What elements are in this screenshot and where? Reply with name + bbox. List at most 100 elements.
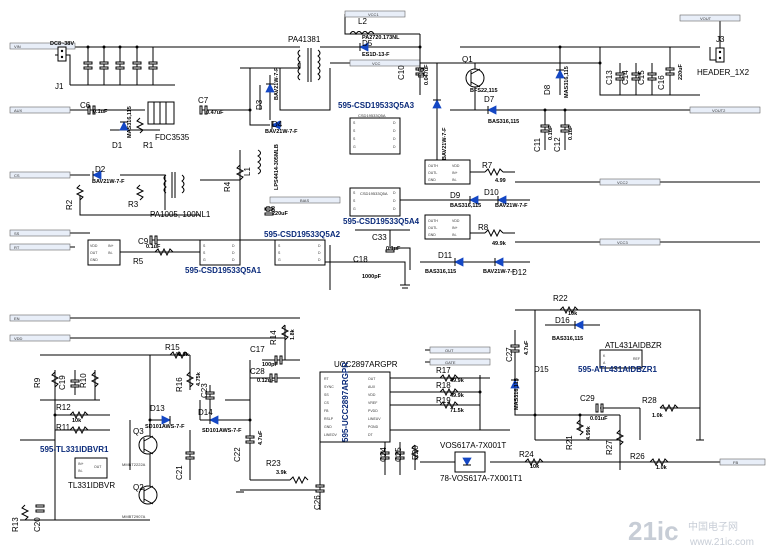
svg-text:S: S (278, 244, 281, 248)
inductor-l1: L1 LPS4414-305MLB (243, 144, 280, 190)
watermark: 21ic 中国电子网 www.21ic.com (628, 516, 754, 548)
resistor-r4: R4 (223, 164, 245, 192)
ref-r18: R18 (436, 381, 451, 390)
svg-text:D: D (232, 251, 235, 255)
val-c28: 0.12uF (257, 378, 275, 384)
diode-d2: D2 BAV21W-7-F (92, 165, 125, 185)
part-vos617: VOS617A-7X001T (440, 441, 506, 450)
svg-text:D: D (393, 191, 396, 195)
transistor-q1: Q1 BFS22,115 (462, 55, 498, 94)
net-bias-text: BIAS (300, 198, 309, 203)
svg-text:A: A (603, 361, 606, 365)
output-capacitors: C13 C14 C15 C16 220uF (605, 47, 684, 95)
ref-c24: C24 (379, 447, 388, 462)
net-label-vin (9, 42, 76, 50)
net-vcc-text: VCC (372, 61, 381, 66)
resistor-r15: R15 49.9k (165, 343, 190, 360)
svg-text:CSD19533Q5A: CSD19533Q5A (358, 113, 386, 118)
net-label-vcc (349, 59, 421, 67)
capacitor-c20: C20 (33, 504, 45, 532)
ref-c27: C27 (505, 347, 514, 362)
val-r22: 10k (568, 311, 578, 317)
svg-text:SYNC: SYNC (324, 385, 334, 389)
ref-c14: C14 (621, 70, 630, 85)
net-ss-text: SS (14, 231, 20, 236)
val-c10: 0.047uF (424, 64, 430, 85)
resistor-r14: R14 1.8k (269, 324, 296, 345)
val-c33: 0.1uF (386, 246, 401, 252)
resistor-r24: R24 10k (519, 450, 544, 470)
net-label-gate (429, 358, 491, 366)
val-d2: BAV21W-7-F (92, 179, 125, 185)
val-d7: BAS316,115 (488, 119, 519, 125)
svg-text:OUTL: OUTL (428, 226, 437, 230)
diode-d9: D9 BAS316,115 (400, 191, 530, 209)
ref-d14: D14 (198, 408, 213, 417)
resistor-r19: R19 71.5k (436, 396, 465, 414)
ref-c9: C9 (138, 237, 149, 246)
ref-q3: Q3 (133, 427, 144, 436)
ref-c16: C16 (657, 75, 666, 90)
ref-r23: R23 (266, 459, 281, 468)
svg-text:GND: GND (428, 233, 436, 237)
capacitor-c12: C12 0.1uF (553, 110, 574, 152)
capacitor-c29: C29 0.01uF (580, 394, 608, 422)
inductor-l2: L2 PA2720.173NL (349, 17, 400, 41)
val-r26: 1.0k (656, 465, 668, 471)
ref-d15: D15 (534, 365, 549, 374)
net-label-fb (719, 458, 766, 466)
svg-text:IN+: IN+ (108, 244, 114, 248)
svg-text:FB: FB (324, 409, 329, 413)
ref-c15: C15 (637, 70, 646, 85)
part-ucc2897-body: 595-UCC2897ARGPR (341, 362, 350, 442)
net-label-cs (9, 171, 71, 179)
net-cs-text: CS (14, 173, 20, 178)
mosfet-fdc3535: FDC3535 (147, 101, 190, 142)
svg-text:PVDD: PVDD (368, 409, 378, 413)
svg-text:RSLP: RSLP (324, 417, 334, 421)
transformer-pa41381: PA41381 (288, 35, 321, 82)
net-vout-text: VOUT (700, 16, 712, 21)
svg-text:D: D (393, 121, 396, 125)
ref-d3: D3 (255, 99, 264, 110)
ref-c20: C20 (33, 517, 42, 532)
svg-text:PGND: PGND (368, 425, 379, 429)
ref-c10: C10 (397, 65, 406, 80)
watermark-url: www.21ic.com (689, 537, 754, 548)
val-d10: BAV21W-7-F (495, 203, 528, 209)
val-d1: MAS316,115 (127, 106, 133, 138)
capacitor-c19: C19 (58, 375, 80, 390)
input-capacitors (83, 61, 158, 70)
ref-l2: L2 (358, 17, 367, 26)
diode-d8: D8 MAS316,115 (543, 66, 570, 98)
ground-symbols (236, 284, 704, 493)
diode-d15: D15 MAS316,115 (510, 365, 549, 410)
val-d13: SD101AWS-7-F (145, 424, 185, 430)
svg-text:S: S (203, 244, 206, 248)
val-c27: 4.7uF (524, 340, 530, 355)
val-c7: 0.47uF (206, 110, 224, 116)
svg-text:IN+: IN+ (452, 226, 458, 230)
val-d3: BAV21W-7-F (274, 67, 280, 100)
ref-r7: R7 (482, 161, 493, 170)
ref-r19: R19 (436, 396, 451, 405)
capacitor-c22: C22 4.7uF (233, 430, 264, 462)
optocoupler-vos617: VOS617A-7X001T 78-VOS617A-7X001T1 (440, 441, 523, 483)
ref-c33: C33 (372, 233, 387, 242)
part-csd-a3: 595-CSD19533Q5A3 (338, 101, 415, 110)
watermark-cn: 中国电子网 (688, 520, 738, 533)
ref-d13: D13 (150, 404, 165, 413)
resistor-r9: R9 (33, 371, 60, 388)
val-d16: BAS316,115 (552, 336, 583, 342)
val-c11: 0.1uF (548, 125, 554, 140)
part-tl331: 595-TL331IDBVR1 (40, 445, 109, 454)
part-mmbt2907: MMBT2907A (122, 514, 146, 519)
svg-text:OUTH: OUTH (428, 219, 438, 223)
val-r24: 10k (530, 464, 540, 470)
svg-text:IN+: IN+ (452, 171, 458, 175)
resistor-r21: R21 4.99k (565, 419, 592, 450)
mosfet-csd-a2: SSG DDD 595-CSD19533Q5A2 (264, 230, 341, 266)
